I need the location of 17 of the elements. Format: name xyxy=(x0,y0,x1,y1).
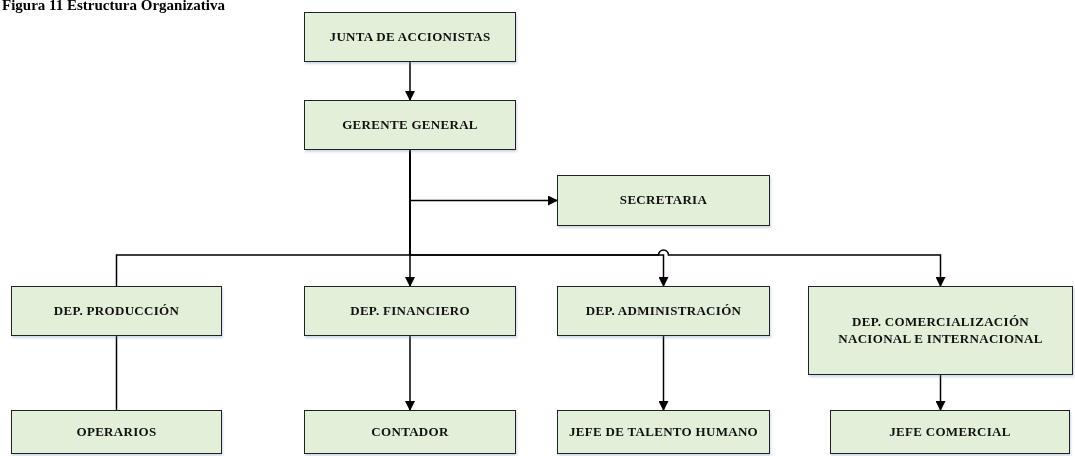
org-box: DEP. PRODUCCIÓN xyxy=(11,286,222,336)
org-box: DEP. ADMINISTRACIÓN xyxy=(557,286,770,336)
org-box: JEFE DE TALENTO HUMANO xyxy=(557,410,770,454)
org-box: DEP. FINANCIERO xyxy=(304,286,516,336)
figure-title: Figura 11 Estructura Organizativa xyxy=(2,0,225,14)
org-box: JEFE COMERCIAL xyxy=(830,410,1070,454)
arrow xyxy=(935,374,946,411)
org-box: SECRETARIA xyxy=(557,175,770,226)
connector-line xyxy=(115,335,118,411)
org-box: GERENTE GENERAL xyxy=(304,100,516,150)
org-box: DEP. COMERCIALIZACIÓN NACIONAL E INTERNACIONAL xyxy=(808,286,1073,375)
arrow xyxy=(405,61,415,101)
arrow xyxy=(658,335,669,411)
arrow xyxy=(405,335,415,411)
org-box: CONTADOR xyxy=(304,410,516,454)
org-box: OPERARIOS xyxy=(11,410,222,454)
org-box: JUNTA DE ACCIONISTAS xyxy=(304,12,516,62)
